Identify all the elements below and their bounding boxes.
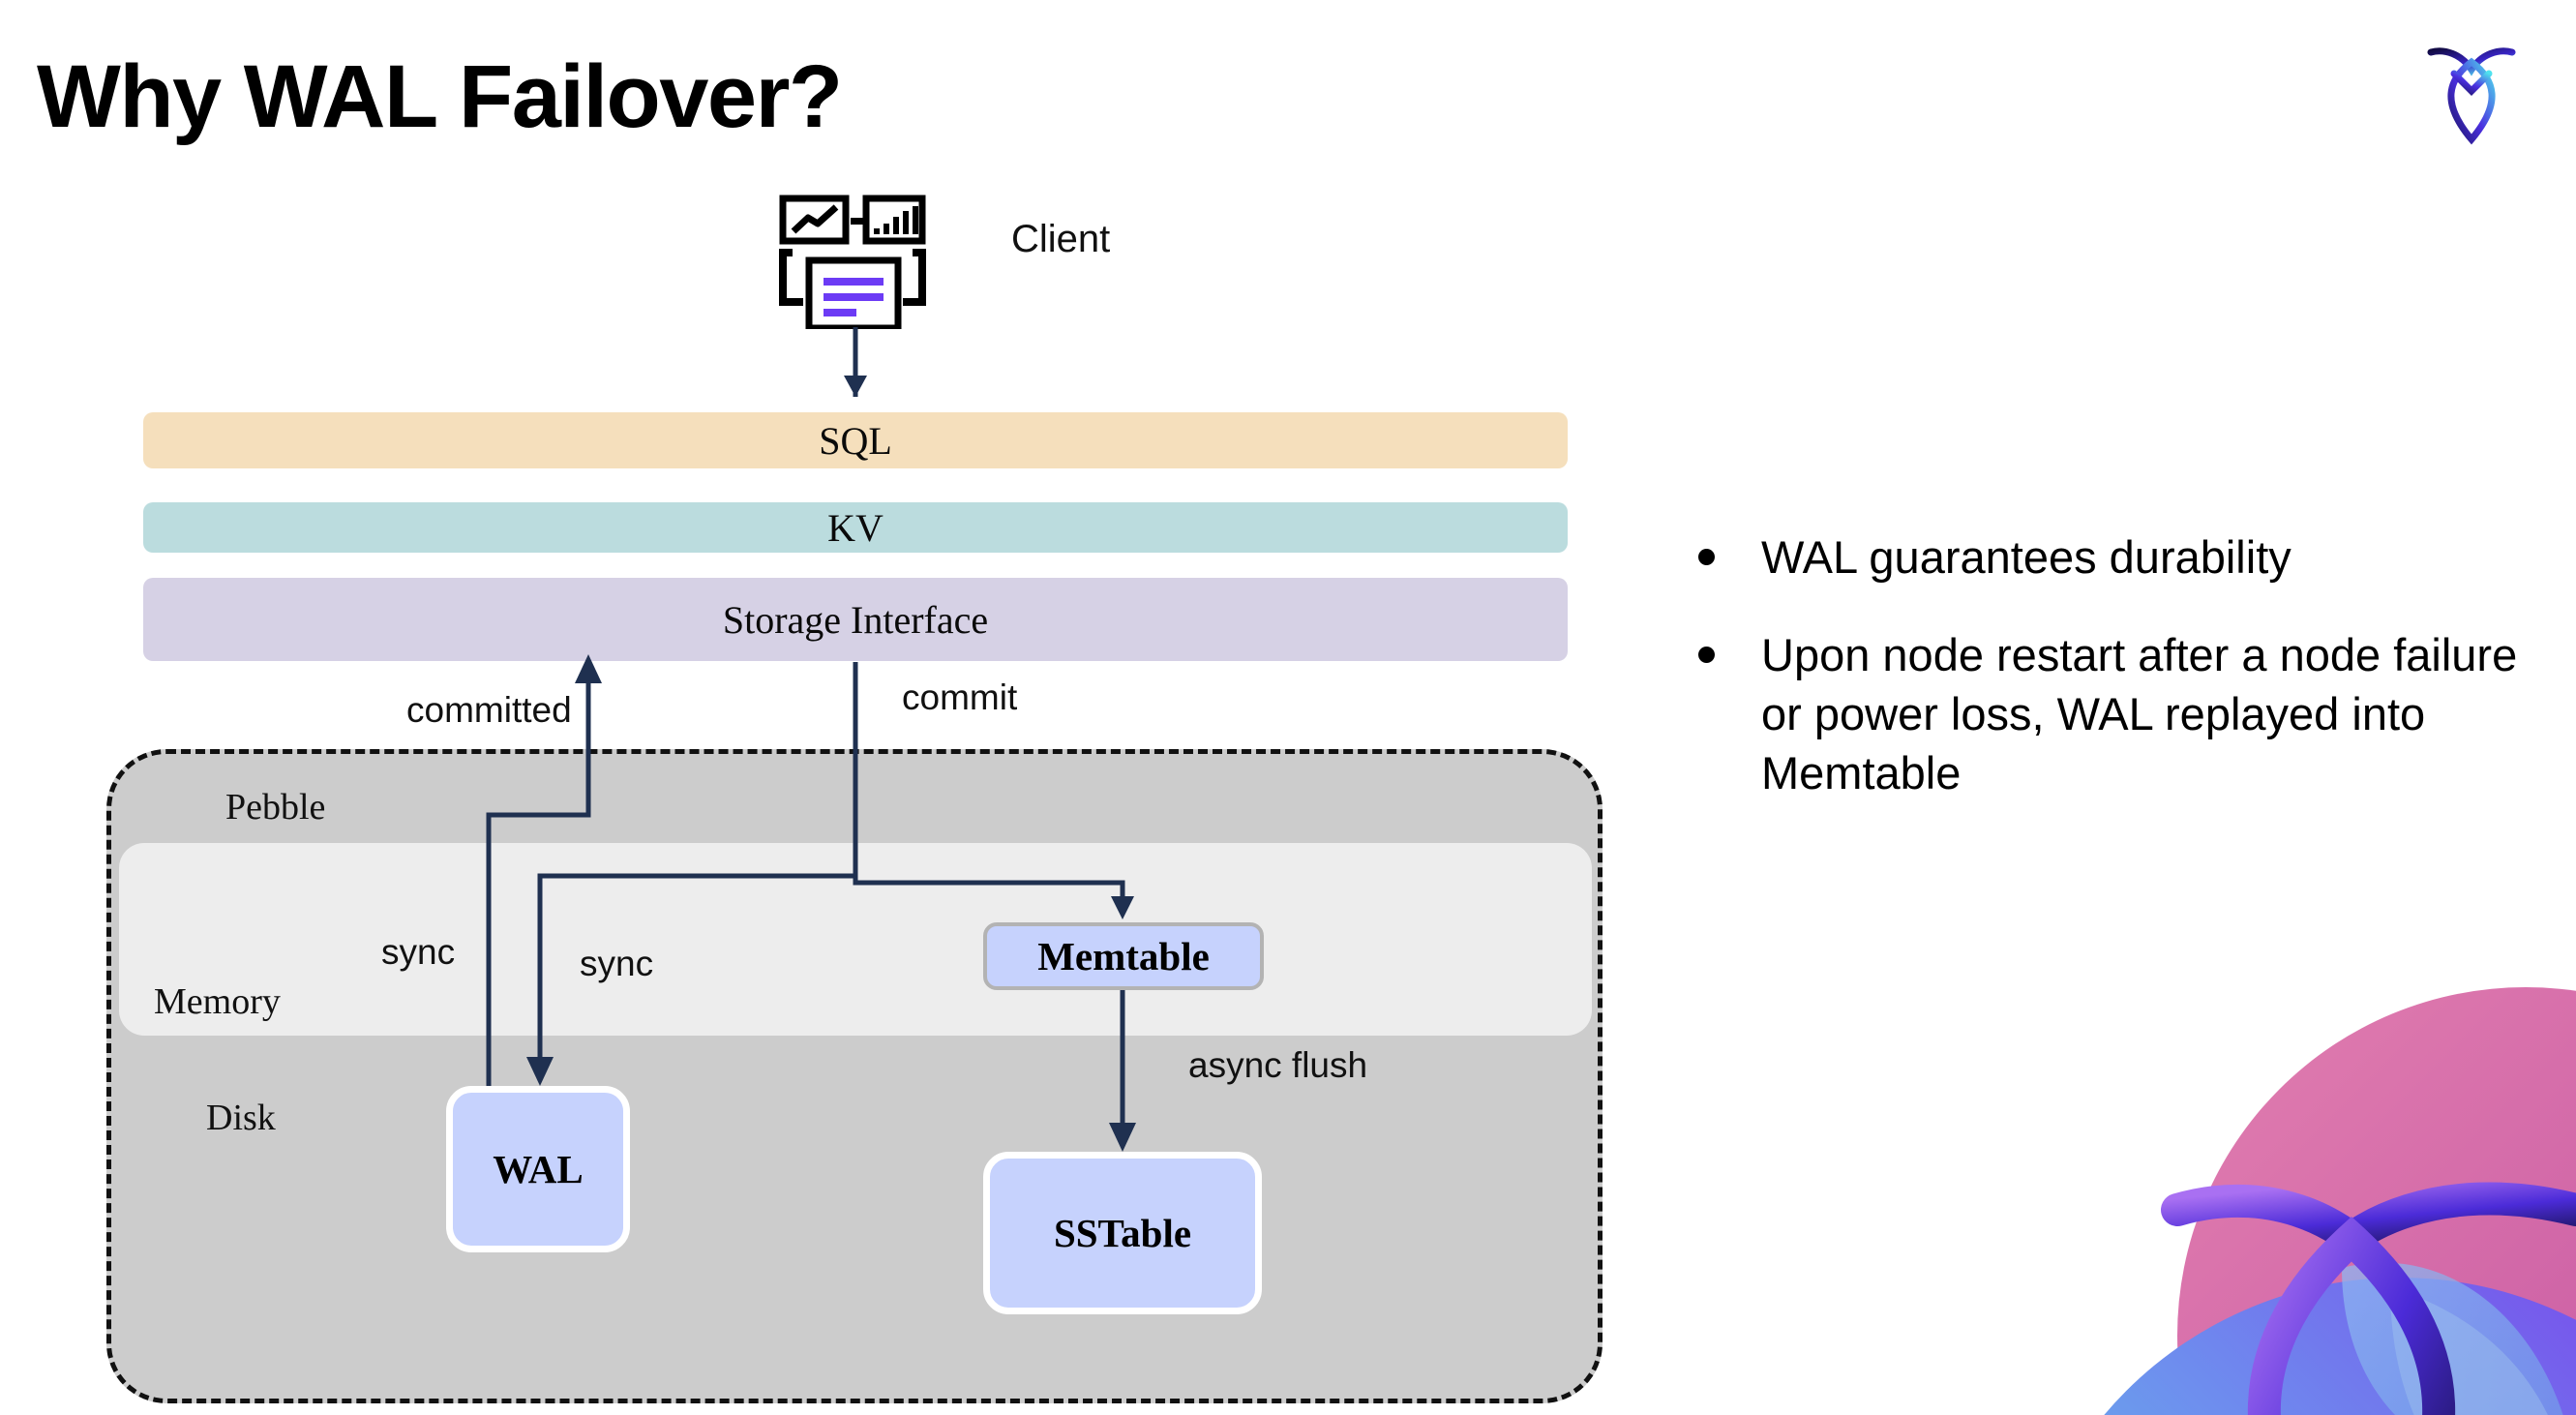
page-title: Why WAL Failover? [37, 47, 843, 146]
layer-bar-storage-interface: Storage Interface [143, 578, 1568, 661]
edge-label-committed: committed [406, 690, 572, 730]
node-label-memtable: Memtable [1037, 934, 1210, 978]
memory-label: Memory [154, 981, 281, 1022]
disk-label: Disk [206, 1098, 276, 1138]
cockroach-logo-icon [2413, 33, 2530, 149]
bullet-dot-icon [1698, 549, 1715, 565]
layer-label-kv: KV [827, 505, 884, 550]
layer-label-sql: SQL [819, 418, 892, 463]
node-label-sstable: SSTable [1053, 1211, 1192, 1255]
pebble-label: Pebble [225, 787, 326, 828]
memory-region [119, 843, 1592, 1036]
list-item: WAL guarantees durability [1698, 527, 2531, 587]
node-wal: WAL [446, 1086, 630, 1252]
layer-bar-kv: KV [143, 502, 1568, 553]
decorative-logo-artwork [1935, 919, 2576, 1415]
bullet-text: WAL guarantees durability [1761, 531, 2291, 583]
node-sstable: SSTable [983, 1152, 1262, 1314]
edge-label-async-flush: async flush [1188, 1045, 1368, 1085]
edge-label-commit: commit [902, 677, 1018, 717]
node-memtable: Memtable [983, 922, 1264, 990]
layer-label-storage-interface: Storage Interface [722, 597, 989, 642]
client-dashboard-icon [769, 189, 934, 332]
bullet-dot-icon [1698, 647, 1715, 664]
layer-bar-sql: SQL [143, 412, 1568, 468]
client-label: Client [1011, 218, 1111, 260]
edge-label-sync-left: sync [381, 932, 456, 972]
node-label-wal: WAL [493, 1147, 584, 1191]
bullet-text: Upon node restart after a node failure o… [1761, 629, 2518, 799]
bullet-list: WAL guarantees durability Upon node rest… [1698, 527, 2531, 841]
edge-label-sync-right: sync [580, 944, 654, 983]
list-item: Upon node restart after a node failure o… [1698, 625, 2531, 802]
